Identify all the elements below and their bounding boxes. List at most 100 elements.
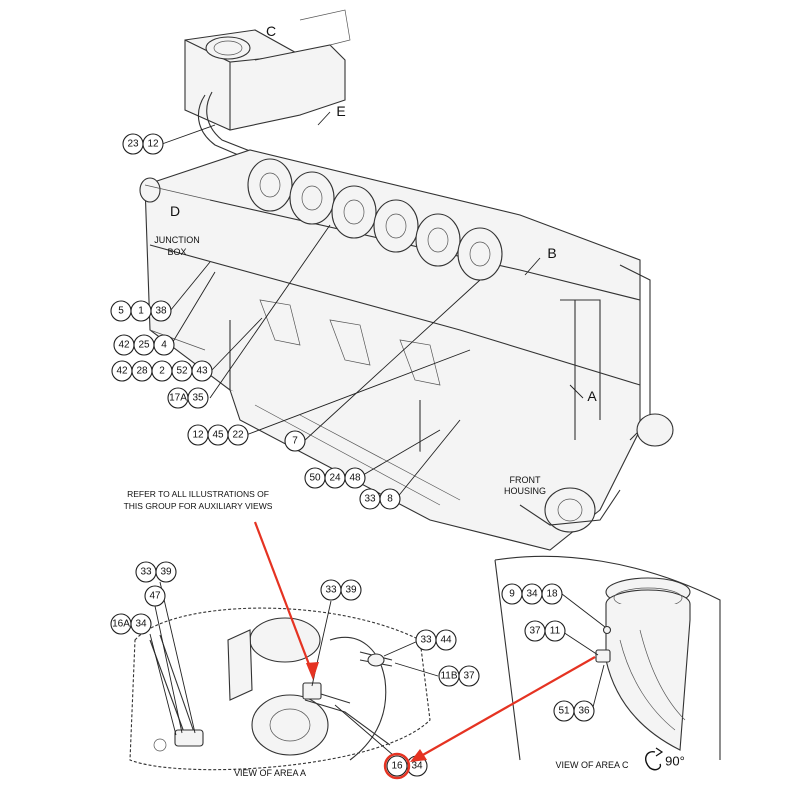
highlight-ring-part-16 xyxy=(383,752,411,780)
callout-circle xyxy=(144,585,166,607)
junction-box-label-line2: BOX xyxy=(167,247,186,257)
callout-number: 43 xyxy=(196,366,208,377)
callout-number: 48 xyxy=(349,473,361,484)
area-letter-c: C xyxy=(266,23,276,39)
callout-number: 37 xyxy=(529,626,541,637)
callout-number: 45 xyxy=(212,430,224,441)
callout-group-view_a-0: 33 39 xyxy=(135,561,177,583)
callout-group-view_c-0: 9 34 18 xyxy=(501,583,563,605)
callout-number: 7 xyxy=(292,436,298,447)
engine-illustration xyxy=(139,9,674,551)
callout-group-main-4: 17A 35 xyxy=(167,387,209,409)
callout-number: 9 xyxy=(509,589,515,600)
rotation-indicator: 90° xyxy=(645,747,685,771)
callout-number: 5 xyxy=(118,306,124,317)
callout-group-view_a-3: 33 39 xyxy=(320,579,362,601)
callout-circle xyxy=(435,629,457,651)
callout-number: 33 xyxy=(325,585,337,596)
callout-circle xyxy=(153,334,175,356)
view-area-c xyxy=(494,555,721,761)
callout-number: 42 xyxy=(116,366,128,377)
area-letters: C E D B A xyxy=(170,23,597,404)
callout-group-main-2: 42 25 4 xyxy=(113,334,175,356)
region-labels: JUNCTION BOX FRONT HOUSING REFER TO ALL … xyxy=(124,235,546,511)
callout-circle xyxy=(130,613,152,635)
callout-number: 35 xyxy=(192,393,204,404)
callout-number: 4 xyxy=(161,340,167,351)
callout-number: 11B xyxy=(440,671,457,682)
callout-group-view_a-5: 11B 37 xyxy=(438,665,480,687)
area-letter-a: A xyxy=(587,388,597,404)
callout-number: 25 xyxy=(138,340,150,351)
callout-number: 47 xyxy=(149,591,161,602)
callout-number: 2 xyxy=(159,366,165,377)
view-c-leaders xyxy=(561,593,606,712)
callout-circle xyxy=(379,488,401,510)
callout-number: 18 xyxy=(546,589,558,600)
callout-group-main-1: 5 1 38 xyxy=(110,300,172,322)
callout-number: 12 xyxy=(147,139,159,150)
callout-group-view_a-4: 33 44 xyxy=(415,629,457,651)
refer-note-line2: THIS GROUP FOR AUXILIARY VIEWS xyxy=(124,501,273,511)
callout-group-main-0: 23 12 xyxy=(122,133,164,155)
callout-circle xyxy=(155,561,177,583)
callout-circle xyxy=(142,133,164,155)
callout-circle xyxy=(458,665,480,687)
callout-number: 33 xyxy=(420,635,432,646)
area-letter-e: E xyxy=(336,103,345,119)
area-letter-b: B xyxy=(547,245,556,261)
callout-number: 34 xyxy=(135,619,147,630)
callout-number: 8 xyxy=(387,494,393,505)
callout-circle xyxy=(573,700,595,722)
callout-number: 50 xyxy=(309,473,321,484)
callout-number: 34 xyxy=(526,589,538,600)
arrow-to-part-16 xyxy=(413,656,596,761)
callout-number: 44 xyxy=(440,635,452,646)
callout-number: 42 xyxy=(118,340,130,351)
callout-number: 39 xyxy=(160,567,172,578)
callout-circle xyxy=(150,300,172,322)
callout-number: 34 xyxy=(411,761,423,772)
callout-number: 23 xyxy=(127,139,139,150)
callout-number: 33 xyxy=(364,494,376,505)
callout-number: 39 xyxy=(345,585,357,596)
callout-circle xyxy=(227,424,249,446)
callout-number: 38 xyxy=(155,306,167,317)
callout-circle xyxy=(187,387,209,409)
rotation-label: 90° xyxy=(665,754,685,769)
callout-circle xyxy=(344,467,366,489)
callout-group-view_a-2: 16A 34 xyxy=(110,613,152,635)
red-arrows xyxy=(253,521,596,762)
callout-number: 17A xyxy=(169,393,187,404)
area-letter-d: D xyxy=(170,203,180,219)
callout-number: 1 xyxy=(138,306,144,317)
callout-circle xyxy=(284,430,306,452)
callout-number: 33 xyxy=(140,567,152,578)
callout-group-view_c-1: 37 11 xyxy=(524,620,566,642)
callout-number: 24 xyxy=(329,473,341,484)
callout-circle xyxy=(191,360,213,382)
callout-group-main-6: 7 xyxy=(284,430,306,452)
callout-number: 52 xyxy=(176,366,188,377)
callout-number: 11 xyxy=(550,626,561,637)
callout-number: 16A xyxy=(112,619,130,630)
arrow-to-view-a-sensor xyxy=(253,521,315,676)
view-area-a xyxy=(129,607,431,771)
callout-number: 28 xyxy=(136,366,148,377)
callout-group-main-3: 42 28 2 52 43 xyxy=(111,360,213,382)
callout-number: 36 xyxy=(578,706,590,717)
callout-group-view_a-1: 47 xyxy=(144,585,166,607)
callout-number: 16 xyxy=(391,761,403,772)
callout-group-main-7: 50 24 48 xyxy=(304,467,366,489)
front-housing-label-line2: HOUSING xyxy=(504,486,546,496)
refer-note-line1: REFER TO ALL ILLUSTRATIONS OF xyxy=(127,489,269,499)
callout-number: 37 xyxy=(463,671,475,682)
callout-circle xyxy=(340,579,362,601)
junction-box-label-line1: JUNCTION xyxy=(154,235,200,245)
front-housing-label-line1: FRONT xyxy=(510,475,541,485)
view-area-a-caption: VIEW OF AREA A xyxy=(234,768,306,778)
